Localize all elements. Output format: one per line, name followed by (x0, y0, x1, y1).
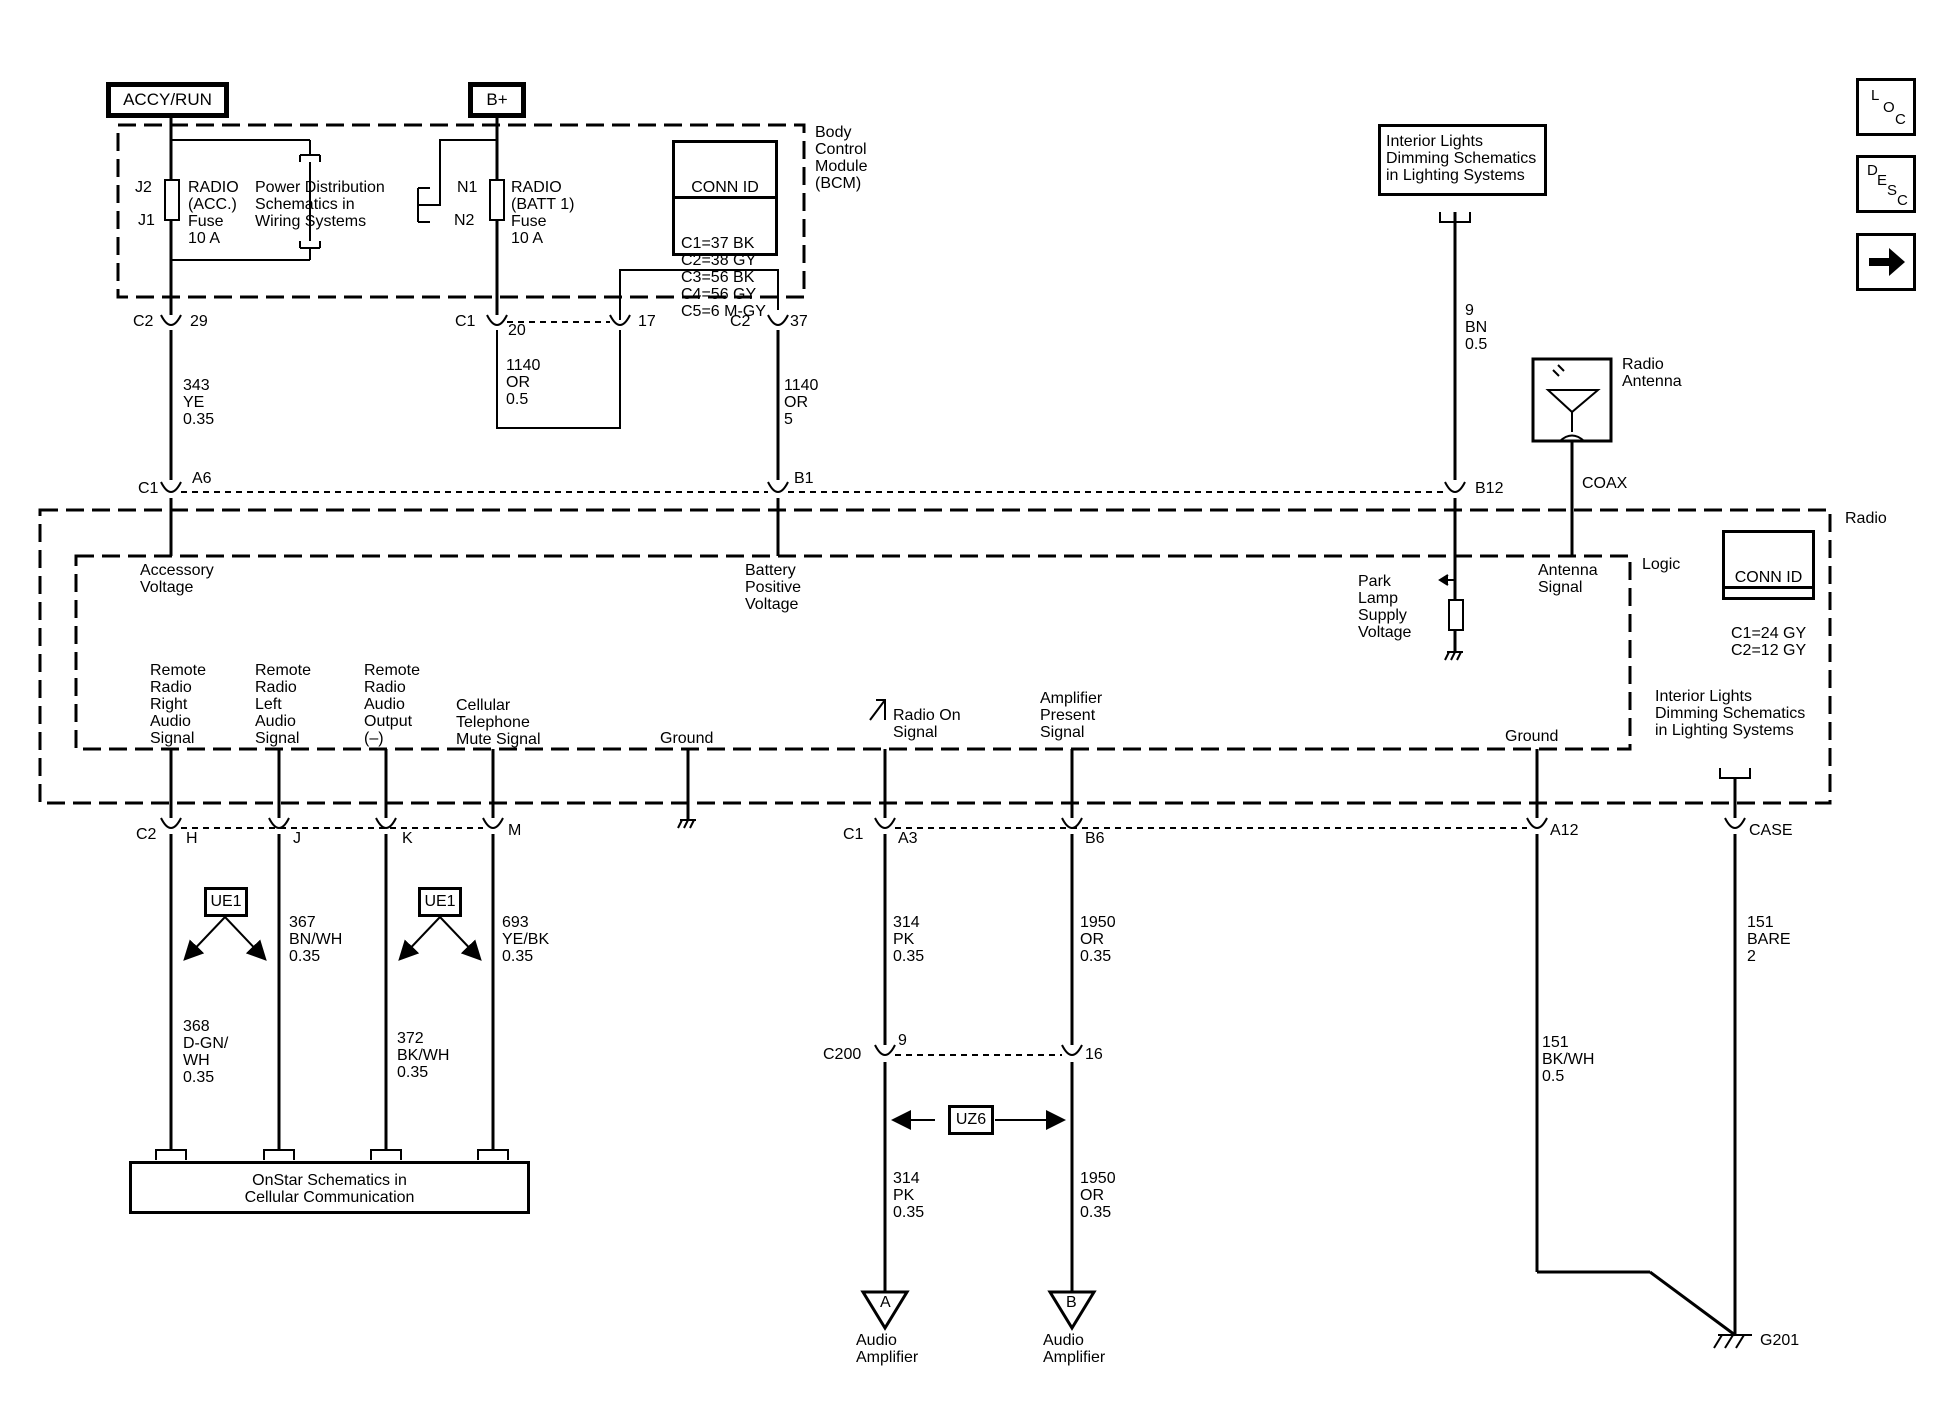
wire-1140-b: 1140 OR 5 (784, 377, 819, 428)
uz6-option: UZ6 (948, 1105, 994, 1135)
conn-c2-b: C2 (730, 313, 751, 330)
fuse-batt-label: RADIO (BATT 1) Fuse 10 A (511, 179, 575, 247)
remote-output-label: Remote Radio Audio Output (–) (364, 662, 421, 747)
wire-9: 9 BN 0.5 (1465, 302, 1488, 353)
radio-outline (38, 508, 1832, 805)
accy-run-label: ACCY/RUN (106, 82, 229, 118)
remote-right-label: Remote Radio Right Audio Signal (150, 662, 207, 747)
bcm-title: Body Control Module (BCM) (815, 124, 868, 192)
ground-label-1: Ground (660, 730, 714, 747)
radio-antenna-label: Radio Antenna (1622, 356, 1682, 390)
wire-151-bkwh: 151 BK/WH 0.5 (1542, 1034, 1595, 1085)
park-lamp-label: Park Lamp Supply Voltage (1358, 573, 1412, 641)
remote-left-label: Remote Radio Left Audio Signal (255, 662, 312, 747)
amp-b-letter: B (1066, 1294, 1077, 1311)
ground-g201-label: G201 (1760, 1332, 1800, 1349)
audio-amplifier-b-label: Audio Amplifier (1043, 1332, 1106, 1366)
ground-label-2: Ground (1505, 728, 1559, 745)
ue1-option-b: UE1 (418, 887, 462, 917)
pin-20: 20 (508, 322, 526, 339)
fuse-acc-label: RADIO (ACC.) Fuse 10 A (188, 179, 239, 247)
conn-c1-top: C1 (138, 480, 159, 497)
arrow-right-icon (1869, 248, 1905, 276)
c200-pin-9: 9 (898, 1032, 907, 1049)
wire-1950-a: 1950 OR 0.35 (1080, 914, 1116, 965)
radio-conn-id-rows: C1=24 GY C2=12 GY (1731, 625, 1807, 659)
bcm-outline (116, 123, 806, 299)
wire-367: 367 BN/WH 0.35 (289, 914, 343, 965)
pin-case: CASE (1749, 822, 1793, 839)
wire-1140-a: 1140 OR 0.5 (506, 357, 541, 408)
wire-372: 372 BK/WH 0.35 (397, 1030, 450, 1081)
wire-314-a: 314 PK 0.35 (893, 914, 925, 965)
pin-b1: B1 (794, 470, 814, 487)
wire-693: 693 YE/BK 0.35 (502, 914, 550, 965)
conn-c1-a: C1 (455, 313, 476, 330)
loc-button[interactable]: L O C (1856, 78, 1916, 136)
conn-c2-bottom: C2 (136, 826, 157, 843)
pin-j1: J1 (138, 212, 155, 229)
pin-a12: A12 (1550, 822, 1579, 839)
cell-mute-label: Cellular Telephone Mute Signal (456, 697, 541, 748)
logic-outline (74, 554, 1632, 751)
pin-j: J (293, 830, 301, 847)
radio-conn-id-box: CONN ID C1=24 GY C2=12 GY (1722, 530, 1815, 659)
interior-lights-top-box[interactable]: Interior Lights Dimming Schematics in Li… (1378, 124, 1547, 196)
pin-n1: N1 (457, 179, 478, 196)
pin-a3: A3 (898, 830, 918, 847)
bcm-conn-id-title: CONN ID (675, 179, 775, 199)
c200-pin-16: 16 (1085, 1046, 1103, 1063)
onstar-box[interactable]: OnStar Schematics in Cellular Communicat… (129, 1161, 530, 1214)
bcm-conn-id-box: CONN ID C1=37 BK C2=38 GY C3=56 BK C4=56… (672, 140, 778, 320)
bcm-conn-id-rows: C1=37 BK C2=38 GY C3=56 BK C4=56 GY C5=6… (681, 235, 766, 320)
power-distribution-label: Power Distribution Schematics in Wiring … (255, 179, 385, 230)
pin-37: 37 (790, 313, 808, 330)
pin-b6: B6 (1085, 830, 1105, 847)
radio-conn-id-title: CONN ID (1725, 569, 1812, 589)
interior-lights-radio-label[interactable]: Interior Lights Dimming Schematics in Li… (1655, 688, 1806, 739)
conn-c2-a: C2 (133, 313, 154, 330)
pin-n2: N2 (454, 212, 475, 229)
amp-a-letter: A (880, 1294, 891, 1311)
wire-343: 343 YE 0.35 (183, 377, 215, 428)
desc-button[interactable]: D E S C (1856, 155, 1916, 213)
pin-17: 17 (638, 313, 656, 330)
radio-title: Radio (1845, 510, 1887, 527)
amp-present-label: Amplifier Present Signal (1040, 690, 1103, 741)
wire-368: 368 D-GN/ WH 0.35 (183, 1018, 229, 1086)
logic-label: Logic (1642, 556, 1681, 573)
pin-h: H (186, 830, 198, 847)
wire-314-b: 314 PK 0.35 (893, 1170, 925, 1221)
wire-1950-b: 1950 OR 0.35 (1080, 1170, 1116, 1221)
ue1-option-a: UE1 (204, 887, 248, 917)
wire-151-bare: 151 BARE 2 (1747, 914, 1791, 965)
audio-amplifier-a-label: Audio Amplifier (856, 1332, 919, 1366)
battery-positive-label: Battery Positive Voltage (745, 562, 802, 613)
conn-c1-bottom: C1 (843, 826, 864, 843)
accessory-voltage-label: Accessory Voltage (140, 562, 214, 596)
coax-label: COAX (1582, 475, 1628, 492)
pin-29: 29 (190, 313, 208, 330)
b-plus-label: B+ (468, 82, 526, 118)
pin-m: M (508, 822, 522, 839)
antenna-signal-label: Antenna Signal (1538, 562, 1598, 596)
conn-c200: C200 (823, 1046, 862, 1063)
pin-a6: A6 (192, 470, 212, 487)
radio-on-label: Radio On Signal (893, 707, 961, 741)
pin-k: K (402, 830, 413, 847)
pin-j2: J2 (135, 179, 152, 196)
pin-b12: B12 (1475, 480, 1504, 497)
next-button[interactable] (1856, 233, 1916, 291)
